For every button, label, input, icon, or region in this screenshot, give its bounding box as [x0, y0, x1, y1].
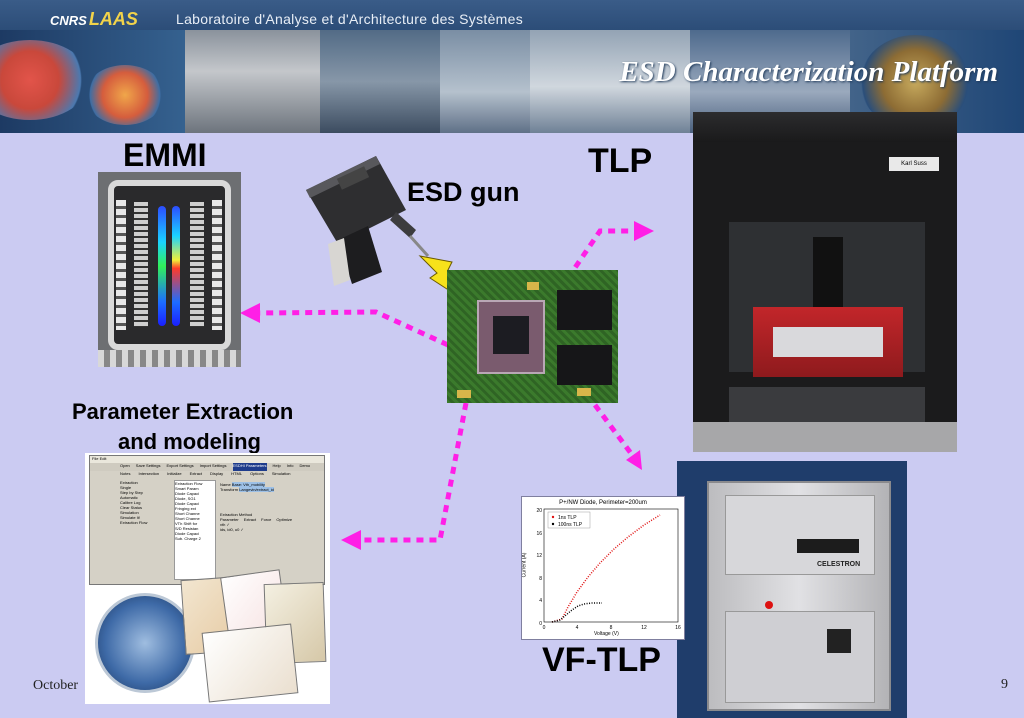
arrowhead-parameter [341, 530, 361, 550]
arrow-to-vftlp [592, 403, 636, 458]
svg-text:16: 16 [536, 531, 542, 537]
lab-photo-technician [185, 30, 320, 133]
graph-xlabel: Voltage (V) [594, 631, 619, 637]
iv-graph: P+/NW Diode, Perimeter=200um Current (A)… [521, 496, 685, 640]
test-board-image [447, 270, 618, 403]
svg-text:12: 12 [641, 625, 647, 631]
decorative-wafer [85, 65, 165, 125]
header-topbar [0, 0, 1024, 30]
page-number: 9 [1001, 677, 1008, 692]
label-and-modeling: and modeling [118, 429, 261, 454]
label-tlp: TLP [588, 142, 653, 180]
lab-photo-equipment [320, 30, 440, 133]
svg-text:20: 20 [536, 508, 542, 514]
label-emmi: EMMI [123, 137, 207, 173]
arrowhead-tlp [634, 221, 654, 241]
software-lab-photo [95, 593, 195, 693]
svg-text:0: 0 [543, 625, 546, 631]
software-fields: Name Base: Vth_mobility Transform Langev… [220, 482, 293, 532]
arrow-to-emmi [257, 309, 450, 348]
svg-text:4: 4 [539, 598, 542, 604]
label-vf-tlp: VF-TLP [542, 641, 661, 679]
vftlp-image: CELESTRON [677, 461, 907, 718]
label-parameter-extraction: Parameter Extraction [72, 399, 294, 424]
legend-100ns: 100ns TLP [558, 522, 583, 528]
emmi-image [98, 172, 241, 367]
arrow-to-tlp [565, 228, 637, 280]
svg-text:4: 4 [576, 625, 579, 631]
instrument-brand: CELESTRON [817, 561, 861, 568]
lab-photo-microscope [440, 30, 530, 133]
legend-1ns: 1ns TLP [558, 515, 577, 521]
software-menu: File Edit [90, 456, 324, 463]
svg-text:12: 12 [536, 553, 542, 559]
svg-text:0: 0 [539, 621, 542, 627]
arrowhead-vftlp [626, 450, 642, 470]
graph-title: P+/NW Diode, Perimeter=200um [559, 500, 647, 506]
lab-photo-cleanroom [530, 30, 690, 133]
svg-text:8: 8 [539, 576, 542, 582]
svg-text:8: 8 [610, 625, 613, 631]
footer-date: October [33, 678, 79, 693]
tlp-image: Karl Suss [693, 112, 957, 452]
arrowhead-emmi [240, 303, 260, 323]
svg-text:16: 16 [675, 625, 681, 631]
lab-name: Laboratoire d'Analyse et d'Architecture … [176, 11, 524, 27]
graph-plot: 0 4 8 12 16 20 0 4 8 12 16 1ns TLP 100ns… [536, 508, 681, 631]
esd-gun-image [306, 156, 430, 286]
slide-title: ESD Characterization Platform [619, 56, 998, 88]
label-esd-gun: ESD gun [407, 177, 520, 207]
arrow-to-parameter [360, 402, 469, 543]
